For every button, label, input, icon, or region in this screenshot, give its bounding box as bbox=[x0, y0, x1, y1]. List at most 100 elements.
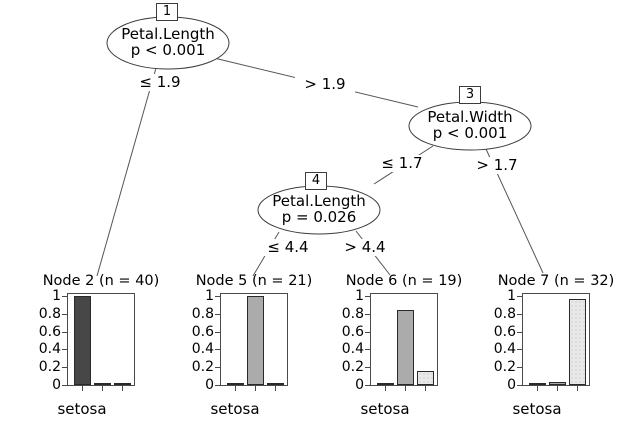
y-tick-label: 0 bbox=[355, 377, 364, 393]
y-tick-label: 0.2 bbox=[38, 359, 61, 376]
y-tick bbox=[62, 385, 67, 386]
y-tick-label: 0 bbox=[507, 377, 516, 393]
node-3-label: Petal.Width p < 0.001 bbox=[409, 109, 531, 141]
y-tick-label: 0.4 bbox=[341, 341, 364, 358]
bar-category-3 bbox=[568, 299, 586, 385]
y-tick-label: 1 bbox=[52, 288, 61, 304]
y-tick bbox=[62, 331, 67, 333]
x-axis-label: setosa bbox=[512, 400, 562, 418]
edge-label-le-4-4: ≤ 4.4 bbox=[258, 239, 318, 256]
bar-category-1 bbox=[73, 296, 91, 385]
y-tick bbox=[365, 385, 370, 386]
panel-title: Node 6 (n = 19) bbox=[345, 273, 463, 289]
x-tick bbox=[577, 386, 578, 391]
y-tick bbox=[517, 367, 522, 369]
x-tick bbox=[235, 386, 236, 391]
node-1-label: Petal.Length p < 0.001 bbox=[107, 26, 229, 58]
bar-category-2 bbox=[93, 383, 111, 385]
x-tick bbox=[275, 386, 276, 391]
bar-category-2 bbox=[396, 310, 414, 385]
y-tick bbox=[517, 349, 522, 351]
y-tick bbox=[215, 385, 220, 386]
bar-category-2 bbox=[548, 382, 566, 385]
bar-category-3 bbox=[266, 383, 284, 385]
y-tick bbox=[62, 367, 67, 369]
x-tick bbox=[102, 386, 103, 391]
edge-label-le-1-7: ≤ 1.7 bbox=[372, 155, 432, 172]
y-tick-label: 0.8 bbox=[38, 305, 61, 322]
y-tick-label: 0.8 bbox=[191, 305, 214, 322]
node-4-split-variable: Petal.Length bbox=[272, 192, 366, 210]
x-tick bbox=[557, 386, 558, 391]
y-tick-label: 0.2 bbox=[493, 359, 516, 376]
y-tick bbox=[62, 296, 67, 297]
y-tick-label: 0.4 bbox=[38, 341, 61, 358]
bar-category-1 bbox=[226, 383, 244, 385]
x-tick bbox=[425, 386, 426, 391]
y-tick-label: 0 bbox=[205, 377, 214, 393]
x-tick bbox=[122, 386, 123, 391]
node-3-p-value: p < 0.001 bbox=[432, 124, 508, 142]
panel-title: Node 7 (n = 32) bbox=[497, 273, 615, 289]
y-tick bbox=[365, 296, 370, 297]
y-tick bbox=[517, 385, 522, 386]
y-tick bbox=[62, 349, 67, 351]
y-tick bbox=[365, 349, 370, 351]
x-axis-label: setosa bbox=[57, 400, 107, 418]
edge-node1-node2 bbox=[96, 67, 157, 277]
panel-title: Node 5 (n = 21) bbox=[195, 273, 313, 289]
x-tick bbox=[385, 386, 386, 391]
y-tick-label: 0.6 bbox=[493, 323, 516, 340]
panel-plot-box bbox=[370, 293, 438, 386]
bar-category-1 bbox=[376, 383, 394, 385]
y-tick bbox=[517, 296, 522, 297]
edge-label-gt-1-7: > 1.7 bbox=[467, 157, 527, 174]
edge-label-gt-4-4: > 4.4 bbox=[335, 239, 395, 256]
x-tick bbox=[405, 386, 406, 391]
panel-title: Node 2 (n = 40) bbox=[42, 273, 160, 289]
node-3-split-variable: Petal.Width bbox=[427, 108, 513, 126]
y-tick bbox=[517, 331, 522, 333]
y-tick-label: 0.2 bbox=[341, 359, 364, 376]
x-tick bbox=[537, 386, 538, 391]
edge-label-gt-1-9: > 1.9 bbox=[295, 76, 355, 93]
node-1-id-box: 1 bbox=[156, 3, 178, 21]
bar-category-2 bbox=[246, 296, 264, 385]
x-tick bbox=[82, 386, 83, 391]
y-tick-label: 0.4 bbox=[191, 341, 214, 358]
node-4-p-value: p = 0.026 bbox=[281, 208, 357, 226]
y-tick bbox=[215, 331, 220, 333]
panel-plot-box bbox=[67, 293, 135, 386]
y-tick bbox=[215, 313, 220, 315]
bar-category-3 bbox=[416, 371, 434, 385]
node-1-p-value: p < 0.001 bbox=[130, 41, 206, 59]
panel-plot-box bbox=[220, 293, 288, 386]
y-tick bbox=[365, 313, 370, 315]
y-tick bbox=[215, 349, 220, 351]
y-tick-label: 0 bbox=[52, 377, 61, 393]
y-tick-label: 0.6 bbox=[341, 323, 364, 340]
x-tick bbox=[255, 386, 256, 391]
y-tick bbox=[62, 313, 67, 315]
y-tick-label: 1 bbox=[355, 288, 364, 304]
y-tick-label: 0.6 bbox=[38, 323, 61, 340]
node-4-id-box: 4 bbox=[305, 172, 327, 190]
node-4-label: Petal.Length p = 0.026 bbox=[258, 193, 380, 225]
y-tick-label: 0.8 bbox=[493, 305, 516, 322]
y-tick bbox=[215, 296, 220, 297]
y-tick-label: 0.4 bbox=[493, 341, 516, 358]
bar-category-3 bbox=[113, 383, 131, 385]
y-tick bbox=[365, 367, 370, 369]
y-tick-label: 1 bbox=[507, 288, 516, 304]
panel-plot-box bbox=[522, 293, 590, 386]
y-tick bbox=[365, 331, 370, 333]
y-tick bbox=[517, 313, 522, 315]
y-tick bbox=[215, 367, 220, 369]
y-tick-label: 0.8 bbox=[341, 305, 364, 322]
